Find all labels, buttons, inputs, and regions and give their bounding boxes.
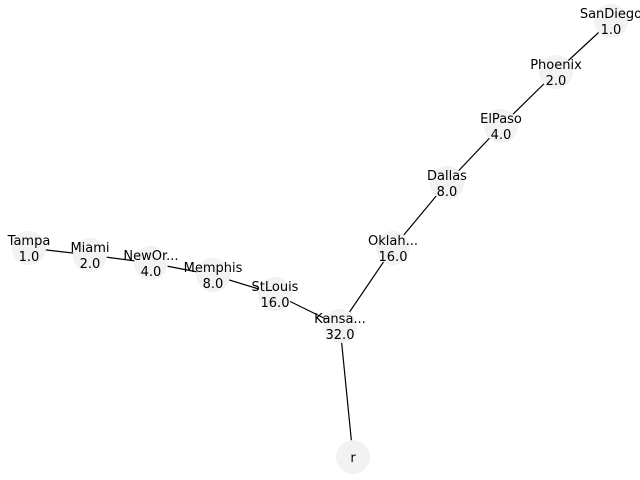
- node-circle: [484, 109, 518, 143]
- node-label: Oklah...: [368, 234, 418, 249]
- node-label: Memphis: [184, 261, 243, 276]
- node-value: 16.0: [261, 296, 290, 311]
- node-value: 16.0: [379, 250, 408, 265]
- edges-layer: [28, 20, 612, 458]
- node-label: ElPaso: [480, 112, 522, 127]
- node-value: 2.0: [80, 257, 101, 272]
- node-label: Tampa: [7, 234, 51, 249]
- edge-r-kansas: [339, 325, 354, 458]
- node-circle: [323, 309, 357, 343]
- node-circle: [539, 55, 573, 89]
- node-value: 4.0: [491, 128, 512, 143]
- node-label: Dallas: [427, 169, 467, 184]
- node-circle: [196, 258, 230, 292]
- node-value: 8.0: [437, 185, 458, 200]
- node-circle: [134, 246, 168, 280]
- node-value: 32.0: [326, 328, 355, 343]
- node-neworleans: NewOr...4.0: [123, 246, 179, 280]
- node-circle: [258, 277, 292, 311]
- node-value: 1.0: [19, 250, 40, 265]
- node-label: SanDiego: [580, 7, 640, 22]
- node-kansas: Kansa...32.0: [314, 309, 366, 343]
- node-label: StLouis: [252, 280, 299, 295]
- node-circle: [336, 440, 370, 474]
- node-label: Phoenix: [530, 58, 582, 73]
- node-label: NewOr...: [123, 249, 178, 264]
- node-label: Miami: [70, 241, 109, 256]
- nodes-layer: rKansa...32.0StLouis16.0Memphis8.0NewOr.…: [7, 4, 640, 474]
- node-label: r: [350, 451, 356, 466]
- node-circle: [376, 231, 410, 265]
- node-value: 8.0: [203, 277, 224, 292]
- node-oklahoma: Oklah...16.0: [368, 231, 418, 265]
- node-circle: [594, 4, 628, 38]
- node-value: 4.0: [141, 265, 162, 280]
- node-circle: [430, 166, 464, 200]
- node-value: 2.0: [546, 74, 567, 89]
- node-circle: [73, 238, 107, 272]
- node-circle: [12, 231, 46, 265]
- node-label: Kansa...: [314, 312, 366, 327]
- node-r: r: [336, 440, 370, 474]
- node-value: 1.0: [601, 23, 622, 38]
